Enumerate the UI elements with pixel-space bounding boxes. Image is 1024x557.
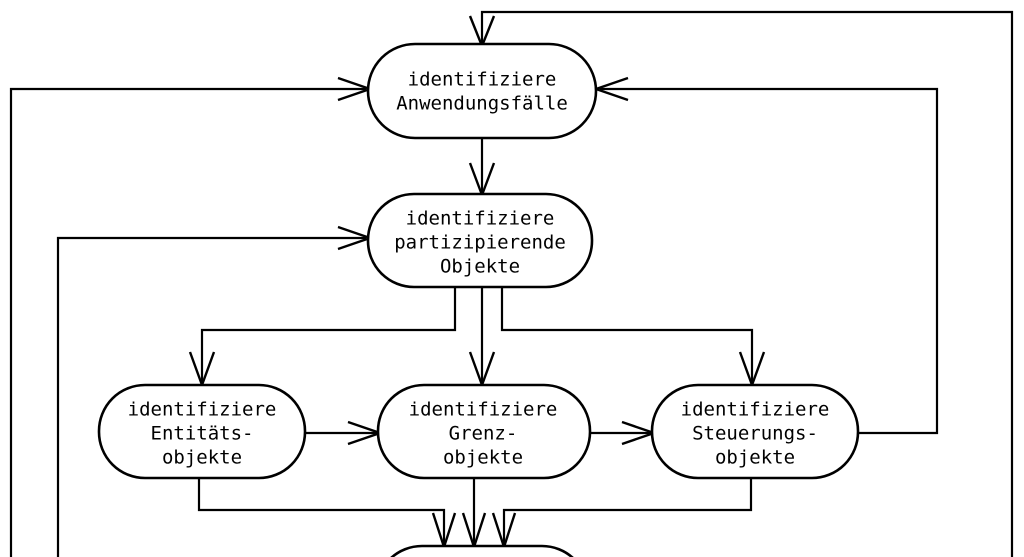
node-steuerungsobjekte-line2: Steuerungs-	[692, 423, 818, 445]
edge-partizipierende-to-steuerungs	[500, 287, 754, 383]
node-anwendungsfaelle-line1: identifiziere	[408, 69, 557, 91]
node-partizipierende-objekte-line2: partizipierende	[394, 232, 566, 254]
node-entitaetsobjekte-line2: Entitäts-	[151, 423, 254, 445]
node-entitaetsobjekte-shape	[97, 383, 307, 480]
node-grenzobjekte-line2: Grenz-	[449, 423, 518, 445]
node-entitaetsobjekte-line3: objekte	[162, 447, 242, 469]
node-entitaetsobjekte[interactable]: identifiziere Entitäts- objekte	[97, 383, 307, 480]
edge-partizipierende-to-entitaets	[200, 287, 457, 383]
node-steuerungsobjekte-line1: identifiziere	[681, 399, 830, 421]
edge-steuerungs-feedback	[600, 87, 939, 435]
node-grenzobjekte-line3: objekte	[443, 447, 523, 469]
node-anwendungsfaelle-line2: Anwendungsfälle	[396, 93, 568, 115]
node-entitaetsobjekte-line1: identifiziere	[128, 399, 277, 421]
edge-bottom-feedback-left-inner	[56, 236, 366, 557]
edge-entitaets-to-bottom	[197, 478, 446, 545]
node-steuerungsobjekte[interactable]: identifiziere Steuerungs- objekte	[650, 383, 860, 480]
node-steuerungsobjekte-shape	[650, 383, 860, 480]
node-grenzobjekte-shape	[376, 383, 592, 480]
node-grenzobjekte-line1: identifiziere	[409, 399, 558, 421]
edge-bottom-feedback-left-outer	[9, 87, 366, 557]
node-partizipierende-objekte-shape	[366, 192, 594, 289]
node-partizipierende-objekte-line3: Objekte	[440, 256, 520, 278]
edge-steuerungs-to-bottom	[502, 478, 753, 545]
edge-bottom-feedback-outer	[480, 10, 1014, 557]
node-partizipierende-objekte-line1: identifiziere	[406, 208, 555, 230]
node-partizipierende-objekte[interactable]: identifiziere partizipierende Objekte	[366, 192, 594, 289]
node-grenzobjekte[interactable]: identifiziere Grenz- objekte	[376, 383, 592, 480]
node-anwendungsfaelle[interactable]: identifiziere Anwendungsfälle	[366, 42, 598, 140]
node-bottom-node-cropped-shape	[390, 544, 574, 557]
node-steuerungsobjekte-line3: objekte	[715, 447, 795, 469]
node-bottom-node-cropped[interactable]	[376, 544, 588, 557]
node-anwendungsfaelle-shape	[366, 42, 598, 140]
